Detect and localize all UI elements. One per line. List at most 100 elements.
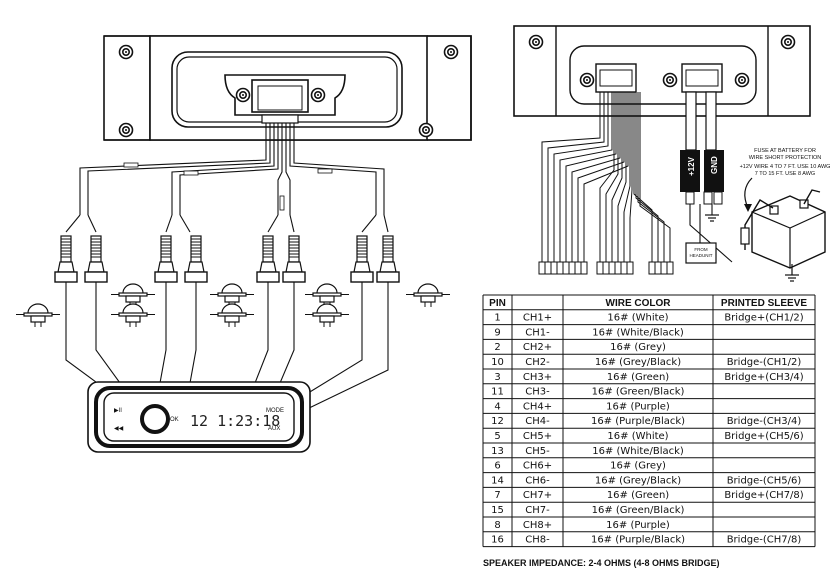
gnd-label: GND [710, 156, 719, 174]
table-cell: 16# (Purple/Black) [591, 416, 685, 427]
table-cell: Bridge-(CH1/2) [727, 357, 802, 368]
speakers [15, 283, 451, 328]
table-cell: 15 [491, 505, 504, 516]
table-cell: Bridge+(CH7/8) [724, 490, 803, 501]
table-cell: 16# (Purple) [606, 401, 670, 412]
table-cell: CH6- [525, 475, 550, 486]
table-cell: Bridge-(CH3/4) [727, 416, 802, 427]
table-cell: 10 [491, 357, 504, 368]
rca-plug-icon [282, 235, 306, 283]
table-cell: 16# (Green/Black) [592, 387, 685, 398]
power-cables: +12V GND FROM HEADUNIT [680, 91, 733, 264]
rca-plug-icon [54, 235, 78, 283]
svg-text:HEADUNIT: HEADUNIT [689, 253, 712, 258]
fuse-note-line3: +12V WIRE 4 TO 7 FT. USE 10 AWG [740, 164, 831, 170]
rca-plug-icon [84, 235, 108, 283]
signal-wires [65, 282, 389, 411]
table-cell: 16# (White) [607, 313, 668, 324]
screw-icon [734, 72, 750, 88]
table-cell: 5 [494, 431, 500, 442]
ok-button[interactable]: OK [170, 417, 179, 423]
aux-button[interactable]: AUX [268, 426, 280, 432]
table-cell: 16# (White/Black) [592, 446, 684, 457]
fuse-note-line4: 7 TO 15 FT. USE 8 AWG [755, 171, 815, 177]
play-pause-button[interactable]: ▶II [114, 408, 122, 414]
speaker-icon [15, 303, 61, 328]
fuse-note-line1: FUSE AT BATTERY FOR [754, 148, 816, 154]
rca-plug-icon [376, 235, 400, 283]
fuse-note-line2: WIRE SHORT PROTECTION [749, 155, 822, 161]
table-cell: CH4+ [523, 401, 552, 412]
table-cell: CH8+ [523, 520, 552, 531]
table-cell: CH5+ [523, 431, 552, 442]
screw-icon [310, 87, 326, 103]
right-harness [541, 92, 671, 262]
table-cell: 16# (White) [607, 431, 668, 442]
plus12v-label: +12V [687, 156, 696, 176]
screw-icon [418, 122, 434, 138]
speaker-impedance-note: SPEAKER IMPEDANCE: 2-4 OHMS (4-8 OHMS BR… [483, 558, 720, 568]
amplifier-left [103, 35, 472, 141]
table-cell: CH4- [525, 416, 550, 427]
from-headunit-box [685, 242, 717, 264]
table-cell: CH2+ [523, 342, 552, 353]
table-cell: 2 [494, 342, 500, 353]
table-cell: CH1- [525, 327, 550, 338]
rca-plug-icon [184, 235, 208, 283]
rca-plug-icon [154, 235, 178, 283]
table-cell: 16# (Purple/Black) [591, 535, 685, 546]
table-cell: 16# (White/Black) [592, 327, 684, 338]
harness-wires [65, 123, 389, 233]
table-cell: 16# (Grey/Black) [595, 357, 681, 368]
rca-plug-icon [350, 235, 374, 283]
table-cell: CH8- [525, 535, 550, 546]
table-cell: 12 [491, 416, 504, 427]
table-cell: CH5- [525, 446, 550, 457]
plus12v-sleeve [680, 150, 700, 192]
table-cell: 16# (Green) [607, 372, 669, 383]
table-cell: CH7- [525, 505, 550, 516]
table-cell: 16# (Grey/Black) [595, 475, 681, 486]
table-cell: 16# (Grey) [610, 461, 666, 472]
table-header-cell: PRINTED SLEEVE [721, 298, 807, 309]
amplifier-right [513, 25, 811, 117]
mode-button[interactable]: MODE [266, 408, 284, 414]
table-cell: Bridge-(CH5/6) [727, 475, 802, 486]
volume-knob[interactable] [140, 404, 170, 434]
table-cell: CH1+ [523, 313, 552, 324]
screw-icon [443, 44, 459, 60]
fuse-icon [740, 227, 750, 245]
speaker-icon [304, 303, 350, 328]
table-header-cell: PIN [489, 298, 506, 309]
table-cell: Bridge-(CH7/8) [727, 535, 802, 546]
table-cell: 16 [491, 535, 504, 546]
table-cell: 8 [494, 520, 500, 531]
rca-plugs [54, 235, 400, 283]
prev-button[interactable]: ◀◀ [114, 426, 124, 432]
speaker-icon [110, 303, 156, 328]
table-cell: CH3- [525, 387, 550, 398]
table-cell: Bridge+(CH3/4) [724, 372, 803, 383]
table-cell: CH7+ [523, 490, 552, 501]
lcd-display: 12 1:23:18 [190, 412, 280, 430]
screw-icon [579, 72, 595, 88]
table-header-cell: WIRE COLOR [606, 298, 672, 309]
table-cell: 16# (Green/Black) [592, 505, 685, 516]
screw-icon [235, 87, 251, 103]
table-cell: CH6+ [523, 461, 552, 472]
table-cell: 9 [494, 327, 500, 338]
table-cell: 16# (Purple) [606, 520, 670, 531]
table-cell: CH2- [525, 357, 550, 368]
table-cell: 16# (Grey) [610, 342, 666, 353]
gnd-sleeve [704, 150, 724, 192]
table-cell: 3 [494, 372, 500, 383]
screw-icon [118, 122, 134, 138]
table-cell: 16# (Green) [607, 490, 669, 501]
table-cell: Bridge+(CH1/2) [724, 313, 803, 324]
screw-icon [528, 34, 544, 50]
rca-plug-icon [256, 235, 280, 283]
table-cell: 11 [491, 387, 504, 398]
table-cell: 13 [491, 446, 504, 457]
head-unit: ▶II ◀◀ OK 12 1:23:18 MODE AUX [87, 381, 311, 453]
